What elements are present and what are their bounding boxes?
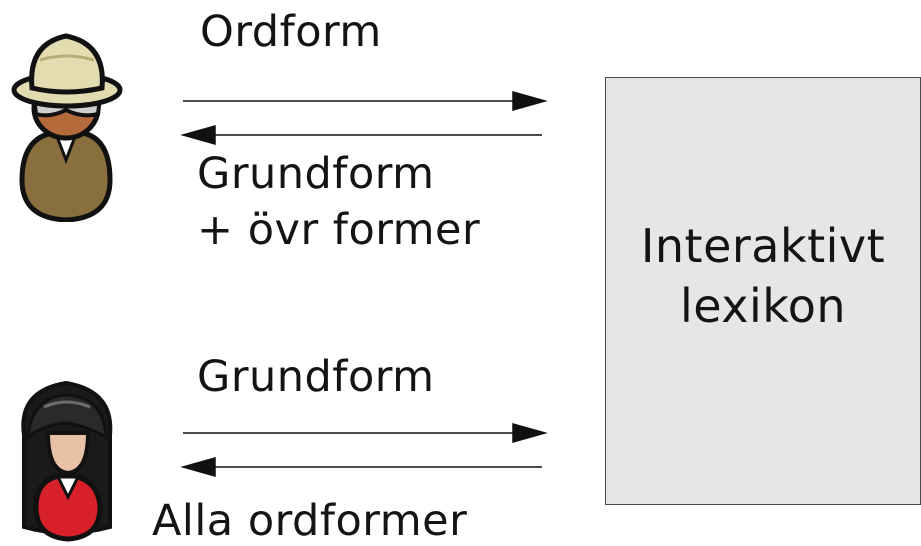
explorer-hat-person-icon	[11, 33, 123, 222]
top-request-label: Ordform	[200, 7, 382, 57]
top-response-label-line2: + övr former	[197, 205, 481, 255]
long-hair-woman-icon	[21, 380, 113, 542]
top-request-arrowhead	[512, 91, 548, 111]
top-response-label-line1: Grundform	[197, 149, 435, 199]
top-response-arrowhead	[180, 125, 216, 145]
bottom-request-label: Grundform	[197, 352, 435, 402]
bottom-response-arrowhead	[180, 457, 216, 477]
interactive-lexicon-box: Interaktivt lexikon	[605, 77, 921, 505]
bottom-request-arrowhead	[512, 423, 548, 443]
bottom-response-label: Alla ordformer	[152, 496, 468, 546]
lexicon-title-line2: lexikon	[679, 279, 847, 333]
lexicon-title-line1: Interaktivt	[640, 219, 886, 273]
